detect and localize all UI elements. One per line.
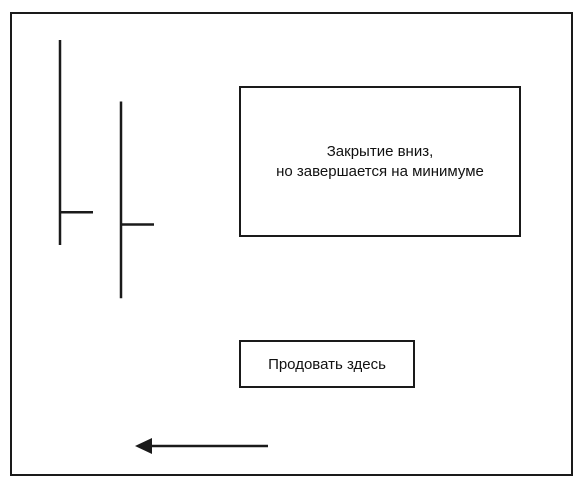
note-line-2: но завершается на минимуме — [276, 162, 484, 180]
sell-here-label: Продовать здесь — [268, 355, 386, 373]
note-box: Закрытие вниз, но завершается на минимум… — [239, 86, 521, 237]
sell-here-box: Продовать здесь — [239, 340, 415, 388]
arrow-left-icon — [135, 438, 268, 454]
bars-layer — [58, 40, 154, 299]
note-line-1: Закрытие вниз, — [326, 142, 434, 160]
